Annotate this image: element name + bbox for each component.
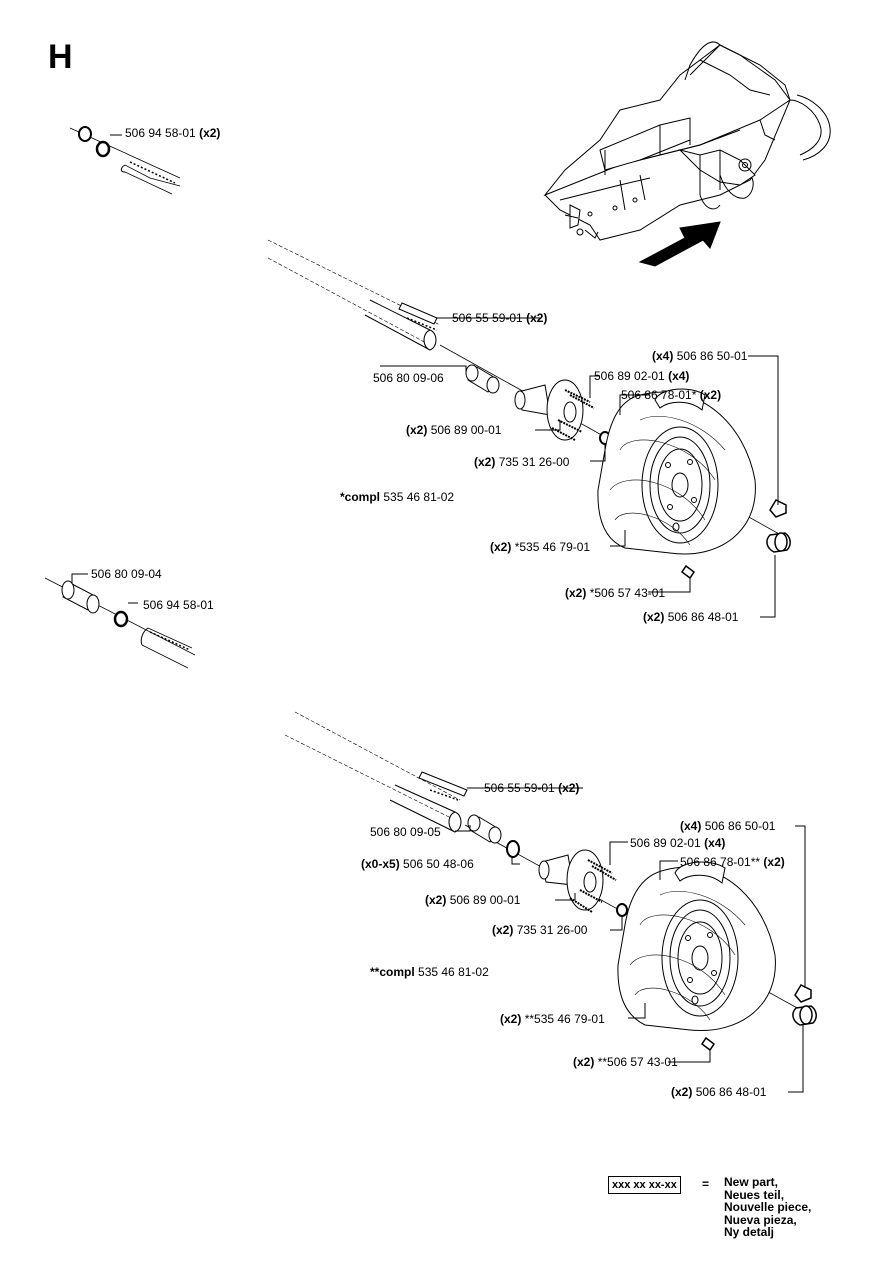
part-number: 506 80 09-05 — [370, 825, 441, 839]
quantity: (x2) — [492, 923, 514, 937]
part-number: 506 86 50-01 — [676, 349, 748, 363]
quantity: (x2) — [199, 126, 221, 140]
label-cap-bottom: (x2) 506 86 48-01 — [671, 1085, 766, 1099]
part-number: 506 86 48-01 — [695, 1085, 767, 1099]
label-washer-top: 506 94 58-01 (x2) — [125, 126, 220, 140]
legend-equals: = — [702, 1177, 710, 1191]
part-number: 506 86 50-01 — [704, 819, 776, 833]
part-number: 506 89 00-01 — [430, 423, 502, 437]
label-hub-bottom: (x2) 506 89 00-01 — [425, 893, 520, 907]
part-number: 735 31 26-00 — [516, 923, 588, 937]
part-number: 735 31 26-00 — [498, 455, 570, 469]
legend-line: Ny detalj — [724, 1225, 775, 1239]
label-spacer-top: 506 80 09-06 — [373, 371, 444, 385]
label-compl-bottom: **compl 535 46 81-02 — [370, 965, 489, 979]
tractor-frame-illustration — [543, 41, 831, 267]
part-number: 506 89 02-01 — [594, 369, 665, 383]
part-number: 506 86 78-01** — [680, 855, 761, 869]
quantity: (x2) — [565, 586, 587, 600]
quantity: (x2) — [490, 540, 512, 554]
quantity: (x4) — [704, 836, 726, 850]
quantity: (x4) — [680, 819, 702, 833]
quantity: (x4) — [668, 369, 690, 383]
label-stud-top: 506 89 02-01 (x4) — [594, 369, 689, 383]
legend-line: Nueva pieza, — [724, 1212, 797, 1227]
legend-line: Nouvelle piece, — [724, 1200, 812, 1214]
quantity: (x2) — [573, 1055, 595, 1069]
quantity: (x2) — [526, 311, 548, 325]
label-cap-top: (x2) 506 86 48-01 — [643, 610, 738, 624]
label-valve-top: (x2) *506 57 43-01 — [565, 586, 665, 600]
part-number: 506 94 58-01 — [125, 126, 196, 140]
legend-text: New part, Neues teil, Nouvelle piece, Nu… — [724, 1176, 811, 1239]
label-hub-top: (x2) 506 89 00-01 — [406, 423, 501, 437]
part-number: *506 57 43-01 — [589, 586, 666, 600]
part-number: 506 86 48-01 — [667, 610, 739, 624]
label-key-top: 506 55 59-01 (x2) — [452, 311, 547, 325]
middle-small-assembly — [44, 573, 196, 669]
label-washer-mid: 506 94 58-01 — [143, 598, 214, 612]
label-tire-bottom: 506 86 78-01** (x2) — [680, 855, 785, 869]
top-axle-assembly — [267, 239, 791, 618]
quantity: *compl — [340, 490, 381, 504]
top-small-assembly — [69, 126, 181, 195]
part-number: 506 94 58-01 — [143, 598, 214, 612]
label-compl-top: *compl 535 46 81-02 — [340, 490, 454, 504]
part-number: 506 89 02-01 — [630, 836, 701, 850]
part-number: 506 80 09-06 — [373, 371, 444, 385]
part-number: *535 46 79-01 — [514, 540, 591, 554]
label-spacer-bottom: 506 80 09-05 — [370, 825, 441, 839]
label-key-bottom: 506 55 59-01 (x2) — [484, 781, 579, 795]
label-spacer-mid: 506 80 09-04 — [91, 567, 162, 581]
quantity: (x4) — [652, 349, 674, 363]
quantity: (x2) — [558, 781, 580, 795]
part-number: 506 50 48-06 — [403, 857, 474, 871]
label-stud-bottom: 506 89 02-01 (x4) — [630, 836, 725, 850]
quantity: (x2) — [500, 1012, 522, 1026]
section-letter: H — [48, 38, 73, 76]
label-rim-bottom: (x2) **535 46 79-01 — [500, 1012, 605, 1026]
quantity: (x2) — [425, 893, 447, 907]
part-number: 535 46 81-02 — [418, 965, 489, 979]
label-circlip-bottom: (x2) 735 31 26-00 — [492, 923, 587, 937]
part-number: **506 57 43-01 — [597, 1055, 678, 1069]
quantity: (x2) — [763, 855, 785, 869]
quantity: (x2) — [699, 388, 722, 402]
quantity: (x2) — [474, 455, 496, 469]
quantity: (x2) — [671, 1085, 693, 1099]
part-number: **535 46 79-01 — [524, 1012, 605, 1026]
part-number: 506 55 59-01 — [452, 311, 523, 325]
quantity: (x0-x5) — [361, 857, 400, 871]
part-number: 506 80 09-04 — [91, 567, 162, 581]
legend-line: Neues teil, — [724, 1187, 785, 1202]
part-number: 506 89 00-01 — [449, 893, 521, 907]
quantity: (x2) — [643, 610, 665, 624]
label-nut-top: (x4) 506 86 50-01 — [652, 349, 747, 363]
label-rim-top: (x2) *535 46 79-01 — [490, 540, 590, 554]
part-number: 535 46 81-02 — [383, 490, 455, 504]
legend-sample-box: xxx xx xx-xx — [608, 1176, 681, 1194]
label-nut-bottom: (x4) 506 86 50-01 — [680, 819, 775, 833]
quantity: **compl — [370, 965, 415, 979]
label-circlip-top: (x2) 735 31 26-00 — [474, 455, 569, 469]
bottom-axle-assembly — [284, 711, 817, 1093]
label-valve-bottom: (x2) **506 57 43-01 — [573, 1055, 678, 1069]
quantity: (x2) — [406, 423, 428, 437]
label-shim-bottom: (x0-x5) 506 50 48-06 — [361, 857, 474, 871]
label-tire-top: 506 86 78-01* (x2) — [621, 388, 721, 402]
part-number: 506 86 78-01* — [621, 388, 697, 402]
legend-line: New part, — [724, 1175, 779, 1189]
part-number: 506 55 59-01 — [484, 781, 555, 795]
